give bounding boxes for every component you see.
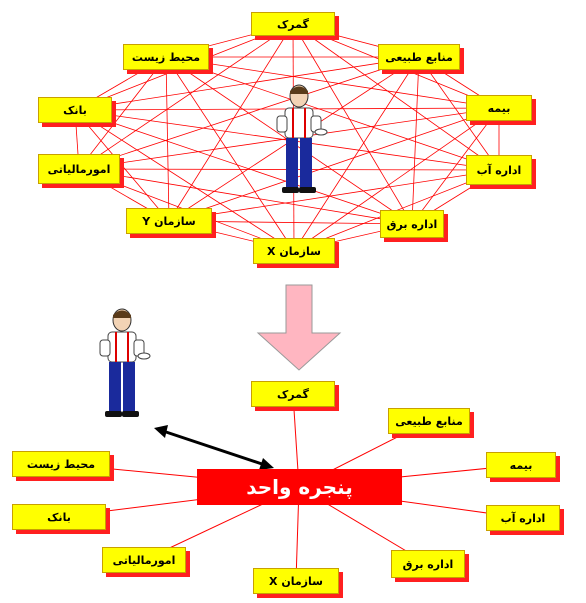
connection-line xyxy=(74,109,170,222)
arrowhead-icon xyxy=(154,425,168,438)
connection-line xyxy=(74,56,420,111)
top-office-water: اداره آب xyxy=(466,155,532,185)
person-document xyxy=(137,352,151,360)
connection-line xyxy=(165,56,295,252)
down-arrow-icon xyxy=(256,284,342,371)
top-office-customs: گمرک xyxy=(251,12,335,36)
top-office-org-x: سازمان X xyxy=(253,238,335,264)
bottom-office-bank: بانک xyxy=(12,504,106,530)
bottom-office-resources: منابع طبیعی xyxy=(388,408,470,434)
connection-line xyxy=(293,56,420,252)
person-hair xyxy=(290,86,308,94)
connection-line xyxy=(293,107,500,252)
person-shoe xyxy=(105,411,122,417)
person-arm xyxy=(276,115,288,133)
person-shoe xyxy=(122,411,139,417)
connection-line xyxy=(165,56,500,109)
top-office-org-y: سازمان Y xyxy=(126,208,212,234)
arrowhead-icon xyxy=(259,458,274,470)
bottom-office-environment: محیط زیست xyxy=(12,451,110,477)
connection-line xyxy=(78,23,294,170)
connection-line xyxy=(78,168,413,225)
person-shoe xyxy=(299,187,316,193)
single-window-hub: پنجره واحد xyxy=(197,469,402,505)
top-office-environment: محیط زیست xyxy=(123,44,209,70)
person-shoe xyxy=(282,187,299,193)
citizen-figure-bottom xyxy=(99,308,151,417)
top-office-insurance: بیمه xyxy=(466,95,532,121)
person-leg xyxy=(123,362,135,412)
bottom-office-customs: گمرک xyxy=(251,381,335,407)
person-document xyxy=(314,128,328,136)
bottom-office-power: اداره برق xyxy=(391,550,465,578)
connection-line xyxy=(168,169,500,222)
connection-line xyxy=(411,56,420,225)
person-leg xyxy=(286,138,298,188)
bottom-office-insurance: بیمه xyxy=(486,452,556,478)
person-arm xyxy=(99,339,111,357)
top-office-bank: بانک xyxy=(38,97,112,123)
connection-line xyxy=(74,109,295,252)
bottom-office-water: اداره آب xyxy=(486,505,560,531)
top-office-power: اداره برق xyxy=(380,210,444,238)
connection-line xyxy=(168,107,500,222)
person-leg xyxy=(109,362,121,412)
person-hair xyxy=(113,310,131,318)
connection-line xyxy=(411,107,500,225)
top-office-tax: امورمالیاتی xyxy=(38,154,120,184)
connection-line xyxy=(74,109,413,225)
top-office-resources: منابع طبیعی xyxy=(378,44,460,70)
bottom-office-org-x: سازمان X xyxy=(253,568,339,594)
connection-line xyxy=(165,56,500,171)
person-leg xyxy=(300,138,312,188)
connection-line xyxy=(78,56,167,170)
connection-line xyxy=(292,23,500,171)
bottom-office-tax: امورمالیاتی xyxy=(102,547,186,573)
connection-line xyxy=(165,56,170,222)
citizen-figure-top xyxy=(276,84,328,193)
